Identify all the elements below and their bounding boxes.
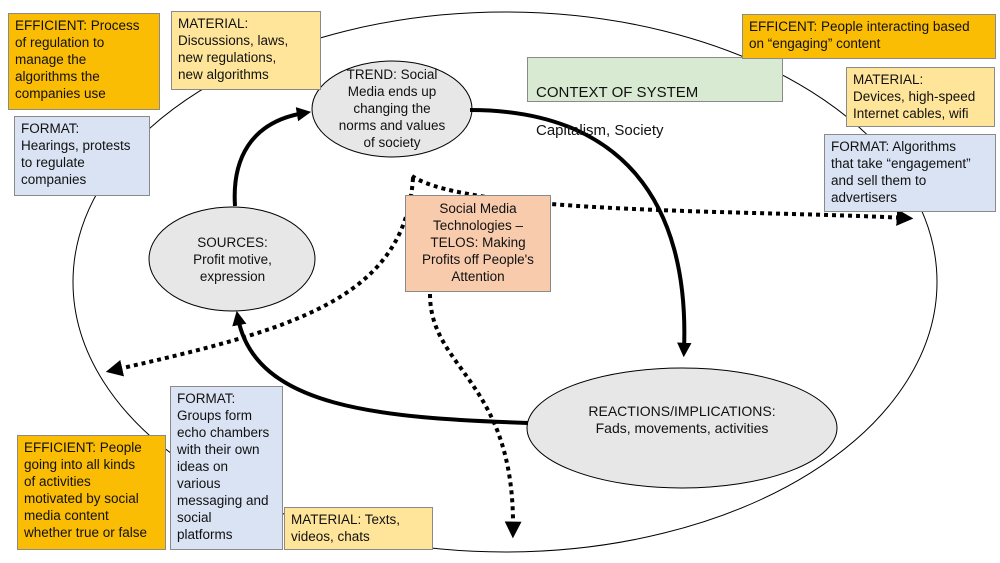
system-boundary-ellipse [72,11,938,553]
reactions-node [526,367,838,489]
trend-label: TREND: Social Media ends up changing the… [338,67,446,150]
sources-to-trend-arrow [232,107,312,207]
format-hearings-box: FORMAT: Hearings, protests to regulate c… [14,116,150,196]
context-text: Capitalism, Society [536,122,664,139]
reactions-to-sources-arrow [232,310,529,425]
context-title: CONTEXT OF SYSTEM [536,84,699,101]
dotted-arrow-left [105,177,415,377]
efficient-regulation-box: EFFICIENT: Process of regulation to mana… [8,13,160,110]
telos-box: Social Media Technologies – TELOS: Makin… [405,195,551,292]
trend-to-reactions-arrow [469,108,692,358]
sources-node [148,206,316,312]
format-algorithms-box: FORMAT: Algorithms that take “engagement… [824,134,996,212]
efficient-engagement-box: EFFICENT: People interacting based on “e… [742,14,996,59]
material-devices-box: MATERIAL: Devices, high-speed Internet c… [846,67,995,127]
sources-label: SOURCES: Profit motive, expression [193,235,272,284]
reactions-label: REACTIONS/IMPLICATIONS: Fads, movements,… [588,403,776,436]
material-texts-box: MATERIAL: Texts, videos, chats [284,507,433,550]
dotted-arrow-right [410,174,914,226]
dotted-arrow-down [428,293,522,539]
efficient-activities-box: EFFICIENT: People going into all kinds o… [17,435,166,550]
material-regulation-box: MATERIAL: Discussions, laws, new regulat… [171,11,321,90]
context-of-system-box: CONTEXT OF SYSTEM Capitalism, Society [527,57,783,139]
format-echo-chambers-box: FORMAT: Groups form echo chambers with t… [170,386,283,550]
